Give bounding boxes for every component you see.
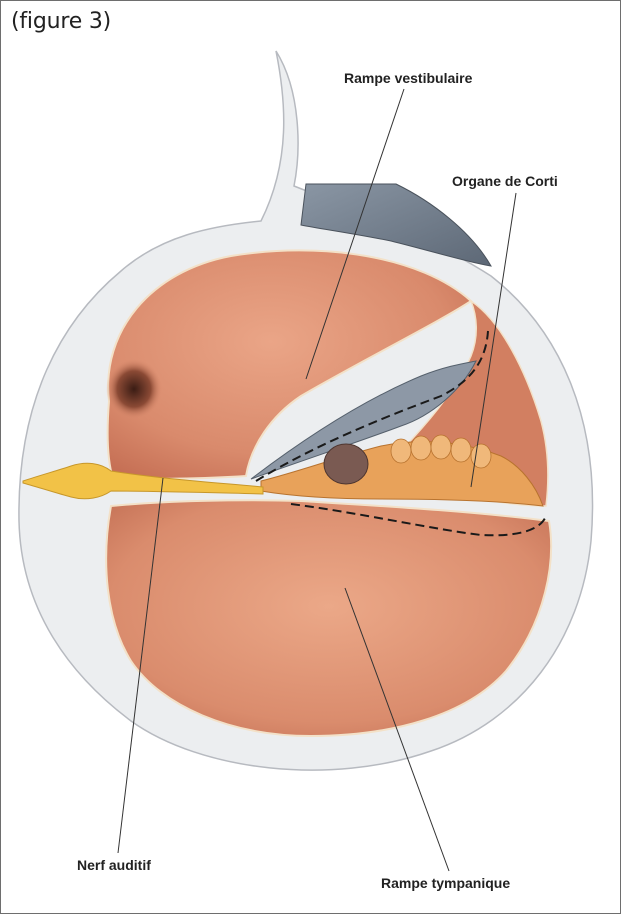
dark-spot <box>106 359 162 419</box>
label-rampe-tympanique: Rampe tympanique <box>381 875 510 891</box>
label-rampe-vestibulaire: Rampe vestibulaire <box>344 70 472 86</box>
label-organe-de-corti: Organe de Corti <box>452 173 558 189</box>
label-nerf-auditif: Nerf auditif <box>77 857 151 873</box>
figure-title: (figure 3) <box>11 9 111 34</box>
spiral-ganglion <box>324 444 368 484</box>
